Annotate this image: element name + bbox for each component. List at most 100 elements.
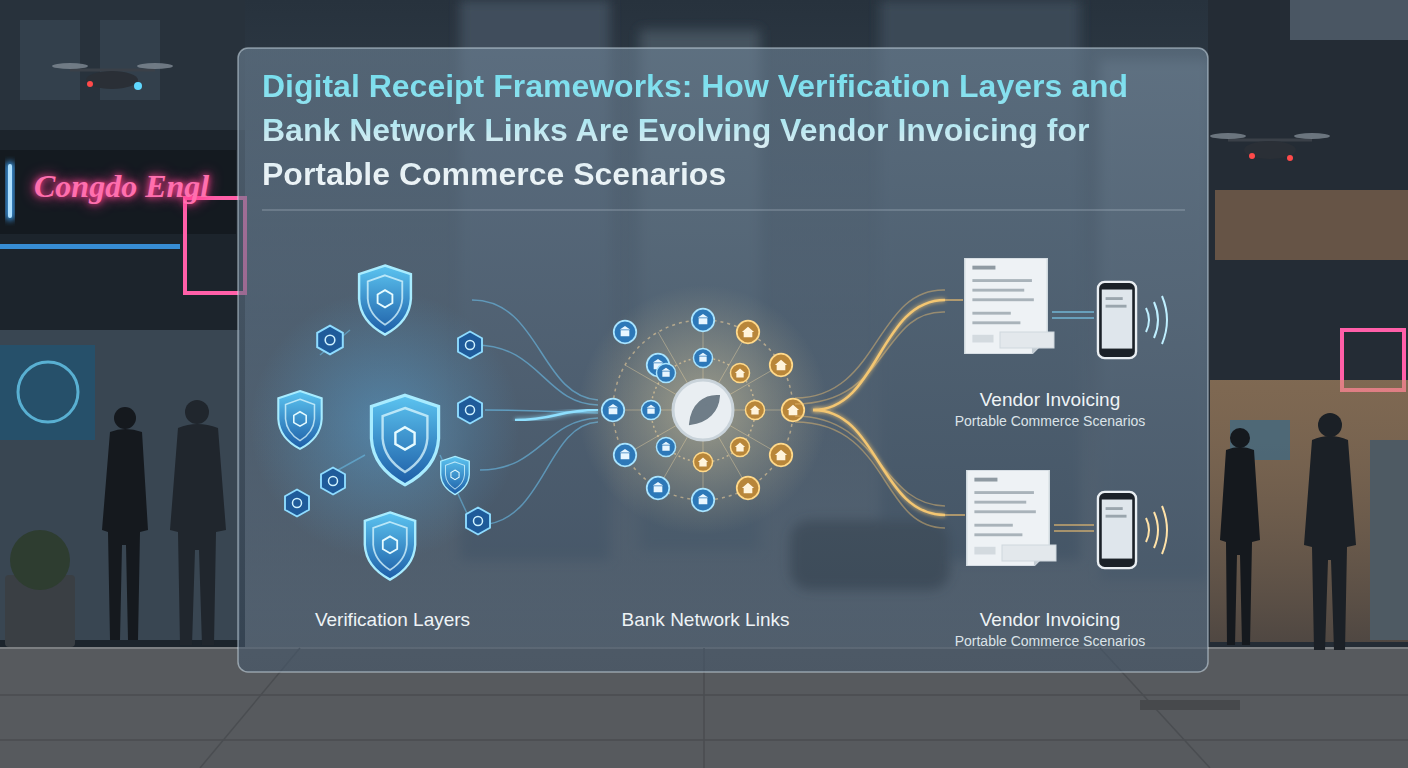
divider-line: [262, 210, 1185, 211]
bank-icon: [641, 400, 660, 419]
person: [1304, 436, 1356, 650]
bank-icon: [614, 444, 637, 467]
flow-line: [320, 330, 470, 520]
kiosk: [1370, 440, 1408, 640]
drone-rotor: [52, 63, 88, 69]
bank-icon: [647, 477, 670, 500]
bank-icon: [737, 477, 760, 500]
flow-connector: [515, 410, 598, 420]
hub-glow: [578, 285, 828, 535]
shield-icon: [441, 456, 470, 494]
flow-connector: [813, 300, 945, 410]
neon-bar: [6, 162, 14, 220]
hex-icon: [458, 397, 482, 424]
signal-waves: [1146, 506, 1167, 554]
group-sublabel: Portable Commerce Scenarios: [955, 412, 1146, 430]
shield-icon: [359, 265, 411, 334]
drone-rotor: [1294, 133, 1330, 139]
phone-icon: [1098, 492, 1136, 568]
neon-sign-edge: [185, 198, 245, 293]
awning: [1290, 0, 1408, 40]
diagram-group: Vendor InvoicingPortable Commerce Scenar…: [945, 255, 1155, 435]
shield-icon: [278, 391, 321, 449]
flow-line: [795, 422, 945, 528]
person: [102, 429, 148, 640]
hex-icon: [321, 468, 345, 495]
drone: [86, 71, 138, 89]
flow-line: [795, 312, 945, 404]
display-screen: [0, 345, 95, 440]
drone-light: [1249, 153, 1255, 159]
hub-core: [673, 380, 733, 440]
person: [1230, 428, 1250, 448]
diagram-group: Bank Network Links: [598, 300, 813, 638]
neon-strip: [0, 244, 180, 249]
person: [1318, 413, 1342, 437]
flow-line: [795, 416, 945, 506]
person: [170, 424, 226, 645]
bank-icon: [730, 363, 749, 382]
flow-line: [945, 300, 965, 515]
hex-icon: [466, 508, 490, 535]
group-label: Bank Network Links: [622, 608, 790, 632]
bank-icon: [737, 321, 760, 344]
building: [1208, 0, 1408, 650]
signal-line: [1052, 312, 1094, 318]
bank-icon: [693, 348, 712, 367]
hub-orbit: [613, 320, 793, 500]
signal-waves: [1146, 296, 1167, 344]
building: [0, 0, 245, 650]
sign-board: [0, 150, 236, 234]
shield-icon: [371, 395, 438, 485]
connectors: [515, 300, 945, 515]
neon-sign-text: Congdo Engl: [34, 168, 209, 205]
drone-light: [1287, 155, 1293, 161]
page-title: Digital Receipt Frameworks: How Verifica…: [262, 64, 1192, 196]
hub-emblem: [690, 396, 719, 424]
bank-icon: [745, 400, 764, 419]
phone-icon: [1098, 282, 1136, 358]
group-sublabel: Portable Commerce Scenarios: [955, 632, 1146, 650]
bank-icon: [770, 354, 793, 377]
lit-window: [1215, 190, 1408, 260]
bank-icon: [692, 309, 715, 332]
person: [114, 407, 136, 429]
neon-bar: [8, 164, 12, 218]
invoice-sheet: [1000, 332, 1054, 348]
flow-line: [478, 422, 598, 525]
plant: [10, 530, 70, 590]
bank-icon: [770, 444, 793, 467]
hex-icon: [285, 490, 309, 517]
drain: [1140, 700, 1240, 710]
drone-rotor: [137, 63, 173, 69]
diagram-group: Vendor InvoicingPortable Commerce Scenar…: [945, 468, 1155, 655]
bank-icon: [614, 321, 637, 344]
drone-light: [134, 82, 142, 90]
drone-light: [87, 81, 93, 87]
display-graphic: [18, 362, 78, 422]
diagram-group: Verification Layers: [270, 262, 515, 638]
person: [1220, 447, 1260, 645]
bank-icon: [693, 452, 712, 471]
group-label: Vendor Invoicing: [980, 388, 1121, 412]
signal-line: [1054, 525, 1094, 531]
flow-line: [472, 300, 598, 400]
drone-rotor: [1210, 133, 1246, 139]
flow-connector: [813, 410, 945, 515]
building-upper: [0, 0, 245, 130]
invoice-sheet: [1002, 545, 1056, 561]
shield-icon: [365, 512, 415, 579]
bank-icon: [656, 363, 675, 382]
bank-icon: [782, 399, 805, 422]
bank-icon: [602, 399, 625, 422]
hub-spokes: [613, 320, 793, 500]
hex-icon: [458, 332, 482, 359]
person: [185, 400, 209, 424]
bank-icon: [730, 437, 749, 456]
bank-icon: [656, 437, 675, 456]
group-label: Vendor Invoicing: [980, 608, 1121, 632]
hex-icon: [317, 326, 343, 355]
bank-icon: [692, 489, 715, 512]
